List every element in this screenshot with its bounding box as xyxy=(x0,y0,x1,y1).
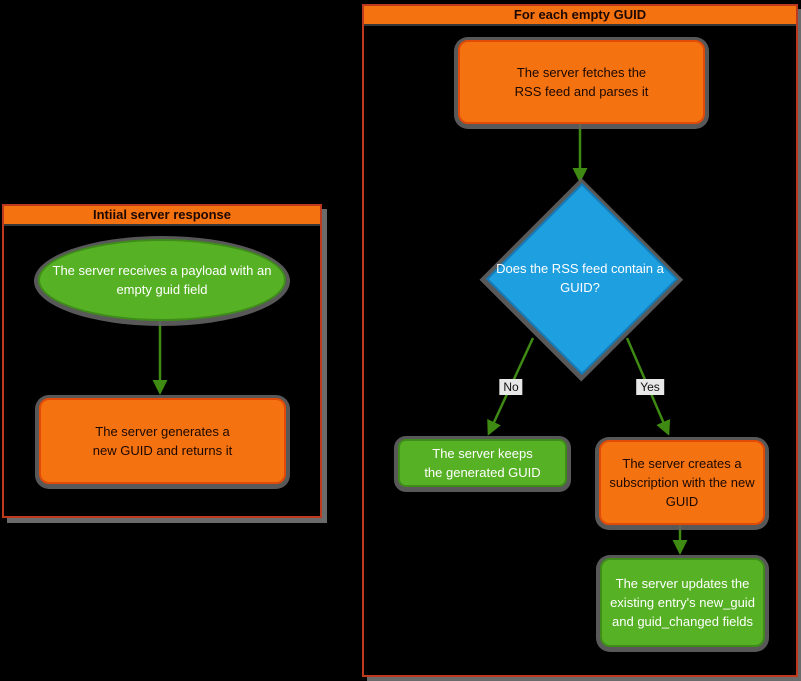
node-updates-entry-label: The server updates the existing entry's … xyxy=(610,576,755,629)
node-creates-subscription-label: The server creates a subscription with t… xyxy=(609,456,755,509)
edge-label-no: No xyxy=(499,379,523,395)
node-creates-subscription: The server creates a subscription with t… xyxy=(599,440,765,525)
node-fetches-rss-label: The server fetches the RSS feed and pars… xyxy=(514,65,649,99)
node-fetches-rss: The server fetches the RSS feed and pars… xyxy=(458,40,705,124)
cluster-initial-title: Intiial server response xyxy=(4,206,320,224)
node-keeps-guid: The server keeps the generated GUID xyxy=(398,439,567,487)
decision-contains-guid: Does the RSS feed contain a GUID? xyxy=(496,261,664,295)
node-receives-payload: The server receives a payload with an em… xyxy=(38,239,286,321)
node-generates-guid: The server generates a new GUID and retu… xyxy=(39,398,286,484)
cluster-initial-server-response: Intiial server response xyxy=(2,204,322,518)
cluster-for-each-empty-guid: For each empty GUID xyxy=(362,4,798,677)
node-keeps-guid-label: The server keeps the generated GUID xyxy=(424,446,541,480)
cluster-foreach-title: For each empty GUID xyxy=(364,6,796,24)
node-updates-entry: The server updates the existing entry's … xyxy=(600,558,765,647)
node-receives-payload-label: The server receives a payload with an em… xyxy=(52,263,272,297)
edge-label-yes: Yes xyxy=(636,379,664,395)
node-generates-guid-label: The server generates a new GUID and retu… xyxy=(92,424,233,458)
